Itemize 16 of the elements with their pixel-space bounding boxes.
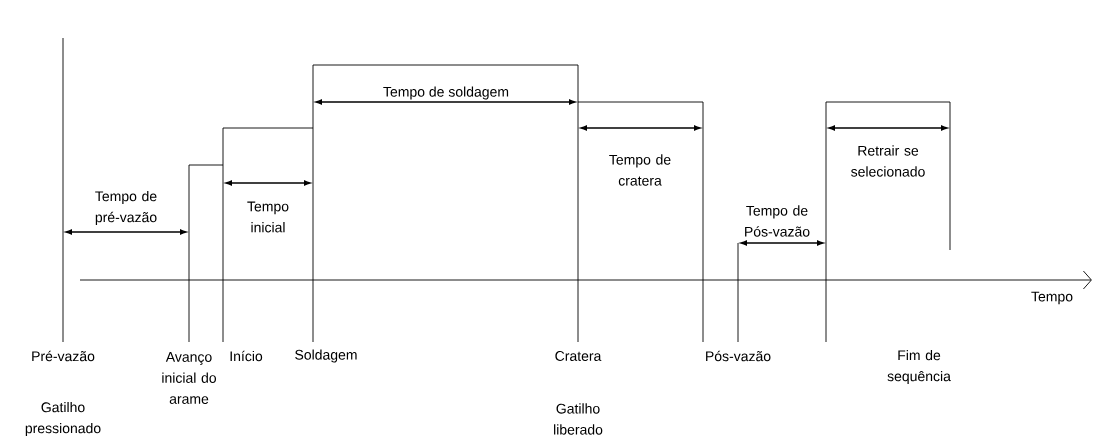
interval-label: Tempo de Pós-vazão (745, 205, 810, 237)
interval-label: Retrair se selecionado (851, 145, 925, 177)
interval-label: Tempo de soldagem (383, 86, 509, 100)
event-label: Pós-vazão (706, 350, 771, 362)
event-label: Soldagem (295, 349, 357, 363)
event-label: Fim de sequência (887, 350, 951, 385)
axis-label: Tempo (1031, 291, 1073, 305)
event-label: Gatilho liberado (554, 403, 603, 435)
event-label: Cratera (555, 351, 602, 361)
event-label: Avanço inicial do arame (162, 352, 216, 404)
event-label: Gatilho pressionado (25, 402, 101, 437)
event-label: Pré-vazão (32, 350, 95, 362)
event-label: Início (230, 350, 263, 362)
interval-label: Tempo de cratera (609, 154, 671, 186)
interval-label: Tempo de pré-vazão (95, 191, 157, 225)
interval-label: Tempo inicial (247, 201, 289, 233)
